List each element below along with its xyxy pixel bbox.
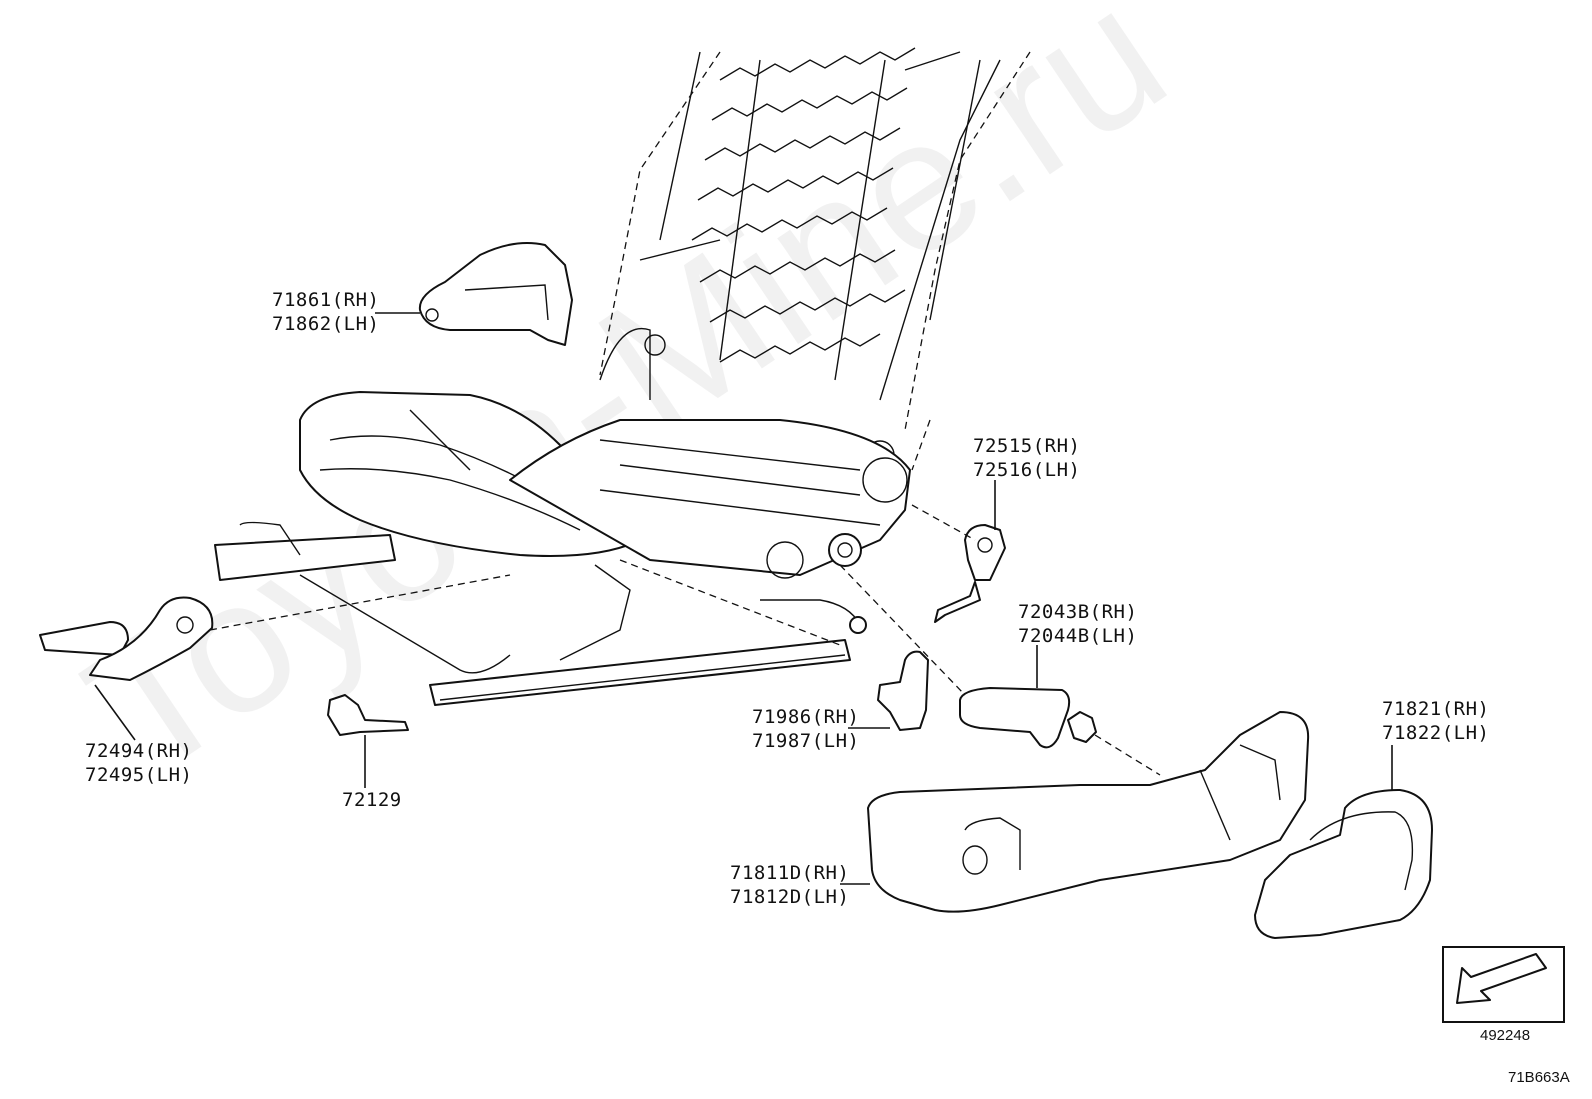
callout-72043b-rh: 72043B(RH) — [1018, 601, 1138, 623]
part-71811d-side-cover — [867, 711, 1310, 913]
part-72494-recliner-cover — [39, 596, 214, 681]
part-72515-bracket — [934, 524, 1006, 623]
callout-71821-lh: 71822(LH) — [1382, 722, 1490, 744]
callout-71811d-rh: 71811D(RH) — [730, 862, 850, 884]
callout-71861-lh: 71862(LH) — [272, 313, 380, 335]
callout-71811d-lh: 71812D(LH) — [730, 886, 850, 908]
callout-72515-rh: 72515(RH) — [973, 435, 1081, 457]
part-72043b-knob — [959, 687, 1071, 749]
part-72129-clip — [327, 694, 409, 736]
part-71861-shield — [418, 242, 573, 346]
seatback-frame — [599, 47, 1031, 470]
callout-71986-rh: 71986(RH) — [752, 706, 860, 728]
leader-lines — [94, 312, 1393, 885]
part-71821-trim — [1254, 789, 1433, 939]
callout-72043b-lh: 72044B(LH) — [1018, 625, 1138, 647]
callout-71821-rh: 71821(RH) — [1382, 698, 1490, 720]
callout-72494-lh: 72495(LH) — [85, 764, 193, 786]
callout-72129: 72129 — [342, 789, 402, 811]
front-indicator — [1442, 946, 1565, 1023]
front-arrow-icon — [1456, 953, 1547, 1004]
diagram-code: 71B663A — [1508, 1069, 1570, 1086]
front-indicator-code: 492248 — [1480, 1027, 1531, 1044]
callout-72494-rh: 72494(RH) — [85, 740, 193, 762]
callout-71986-lh: 71987(LH) — [752, 730, 860, 752]
callout-72515-lh: 72516(LH) — [973, 459, 1081, 481]
part-71986-bracket — [877, 650, 929, 731]
seat-frame — [214, 419, 911, 706]
callout-71861-rh: 71861(RH) — [272, 289, 380, 311]
